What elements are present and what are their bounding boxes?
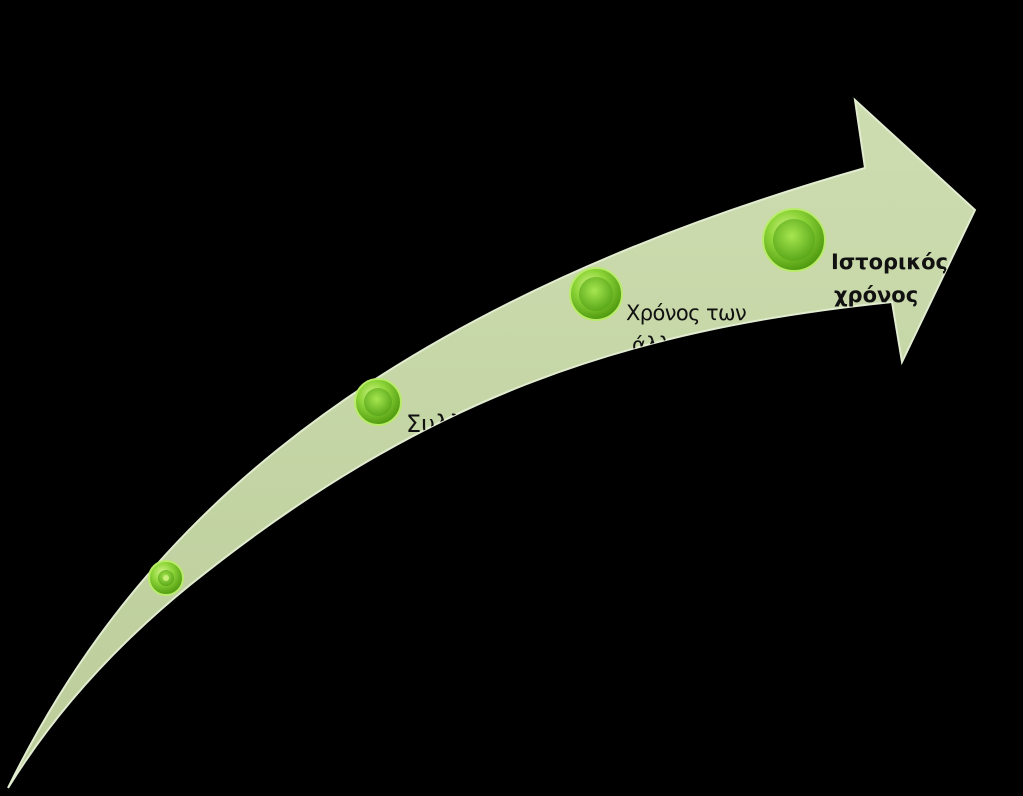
curved-arrow [7,97,977,789]
step-1-marker [148,560,184,596]
step-3-marker [569,267,623,321]
step-4-marker [762,208,826,272]
step-3-label-line-2: άλλ [632,333,671,357]
step-2-label: Συλλ [406,410,463,438]
step-3-label-line-1: Χρόνος των [626,301,746,325]
step-4-label-line-2: χρόνος [834,283,918,307]
step-2-marker [354,378,402,426]
step-4-label-line-1: Ιστορικός [831,250,948,274]
